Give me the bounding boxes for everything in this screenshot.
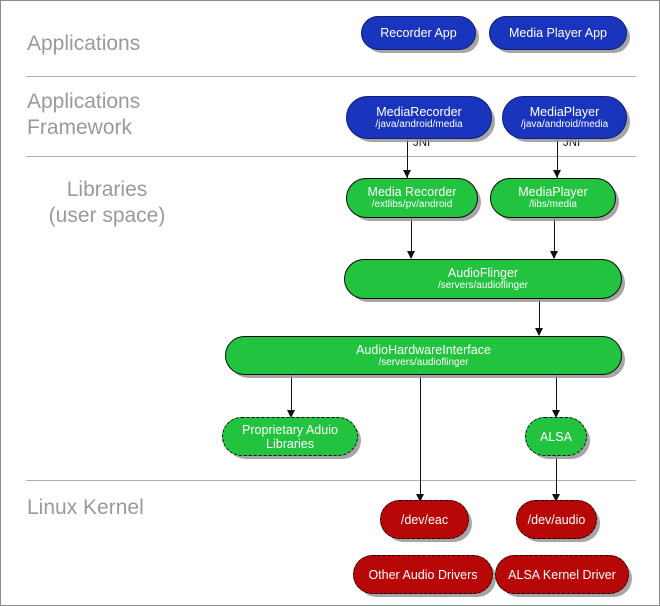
arrowhead-ahi-alsa bbox=[552, 410, 560, 418]
node-title: Recorder App bbox=[380, 26, 457, 40]
connector-mediaplayer-jni bbox=[557, 139, 558, 178]
node-media-player-app[interactable]: Media Player App bbox=[489, 16, 627, 50]
node-alsa[interactable]: ALSA bbox=[525, 417, 587, 456]
connector-mediarecorder-jni bbox=[407, 139, 408, 178]
node-subtitle: /java/android/media bbox=[375, 118, 463, 130]
connector-ahi-alsa bbox=[556, 375, 557, 416]
arrowhead-ahi-proprietary bbox=[287, 410, 295, 418]
node-title: Media Recorder bbox=[367, 185, 457, 200]
layer-label-libraries: Libraries (user space) bbox=[48, 178, 166, 227]
arrowhead-alsa-devaudio bbox=[552, 494, 560, 502]
node-title: MediaPlayer bbox=[518, 185, 588, 200]
connector-audioflinger-audiohardwareinterface bbox=[539, 299, 540, 335]
node-media-player-library[interactable]: MediaPlayer /libs/media bbox=[490, 178, 616, 218]
connector-mediarecorderlib-audioflinger bbox=[411, 218, 412, 258]
node-title: Other Audio Drivers bbox=[368, 567, 478, 582]
divider-framework bbox=[26, 156, 636, 157]
node-proprietary-audio-libraries[interactable]: Proprietary Aduio Libraries bbox=[222, 417, 358, 456]
node-other-audio-drivers[interactable]: Other Audio Drivers bbox=[353, 555, 493, 594]
node-subtitle: /java/android/media bbox=[520, 118, 609, 130]
arrowhead-mediarecorder-jni bbox=[403, 170, 411, 178]
arrowhead-ahi-deveac bbox=[416, 494, 424, 502]
node-dev-eac[interactable]: /dev/eac bbox=[380, 500, 469, 539]
node-dev-audio[interactable]: /dev/audio bbox=[516, 500, 597, 539]
layer-label-applications-framework: Applications Framework bbox=[27, 90, 141, 139]
node-subtitle: Libraries bbox=[266, 436, 314, 451]
node-subtitle: /libs/media bbox=[529, 199, 577, 211]
node-title: MediaRecorder bbox=[376, 104, 462, 119]
node-title: /dev/audio bbox=[527, 512, 586, 527]
node-title: Media Player App bbox=[509, 26, 607, 40]
node-recorder-app[interactable]: Recorder App bbox=[361, 16, 476, 50]
node-title: ALSA bbox=[540, 429, 572, 444]
node-subtitle: /servers/audioflinger bbox=[378, 356, 469, 368]
node-subtitle: /extlibs/pv/android bbox=[371, 199, 453, 211]
node-alsa-kernel-driver[interactable]: ALSA Kernel Driver bbox=[495, 555, 629, 594]
edge-label-jni-right: JNI bbox=[563, 137, 581, 149]
layer-label-applications: Applications bbox=[27, 32, 141, 55]
arrowhead-audioflinger-audiohardwareinterface bbox=[535, 328, 543, 336]
connector-mediaplayerlib-audioflinger bbox=[554, 218, 555, 258]
node-title: AudioFlinger bbox=[447, 266, 519, 281]
connector-ahi-proprietary bbox=[291, 375, 292, 416]
divider-applications bbox=[26, 76, 636, 77]
node-audioflinger[interactable]: AudioFlinger /servers/audioflinger bbox=[344, 259, 622, 299]
node-mediarecorder-framework[interactable]: MediaRecorder /java/android/media bbox=[346, 96, 492, 139]
node-audiohardwareinterface[interactable]: AudioHardwareInterface /servers/audiofli… bbox=[225, 336, 622, 375]
node-title: MediaPlayer bbox=[529, 104, 600, 119]
arrowhead-mediaplayerlib-audioflinger bbox=[550, 251, 558, 259]
node-mediaplayer-framework[interactable]: MediaPlayer /java/android/media bbox=[502, 96, 627, 139]
node-title: ALSA Kernel Driver bbox=[508, 567, 616, 582]
arrowhead-mediaplayer-jni bbox=[553, 170, 561, 178]
edge-label-jni-left: JNI bbox=[413, 137, 431, 149]
connector-ahi-deveac bbox=[420, 375, 421, 499]
node-title: /dev/eac bbox=[400, 512, 449, 527]
divider-kernel bbox=[26, 480, 636, 481]
layer-label-linux-kernel: Linux Kernel bbox=[27, 496, 144, 519]
node-media-recorder-library[interactable]: Media Recorder /extlibs/pv/android bbox=[346, 178, 478, 218]
node-subtitle: /servers/audioflinger bbox=[437, 280, 529, 292]
node-title: Proprietary Aduio bbox=[242, 422, 338, 437]
connector-alsa-devaudio bbox=[556, 456, 557, 499]
arrowhead-mediarecorderlib-audioflinger bbox=[407, 251, 415, 259]
node-title: AudioHardwareInterface bbox=[356, 342, 491, 357]
